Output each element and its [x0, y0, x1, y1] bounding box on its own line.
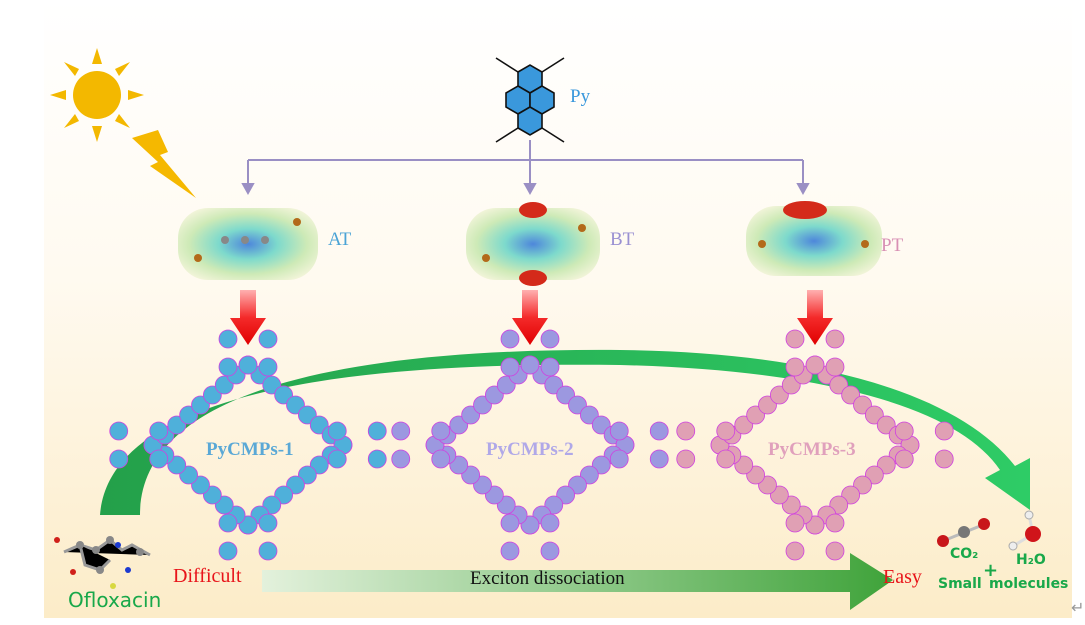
sun-icon [50, 48, 144, 142]
exciton-dissociation-label: Exciton dissociation [470, 568, 625, 589]
ofloxacin-molecule [54, 536, 151, 589]
branch-connector [241, 140, 810, 196]
pycmps-1-label: PyCMPs-1 [206, 439, 294, 460]
at-esp-surface [178, 208, 318, 280]
pycmps-2-network [391, 329, 669, 561]
pt-label: PT [881, 235, 904, 256]
pycmps-3-network [676, 329, 954, 561]
background [44, 0, 1072, 618]
co2-molecule [937, 518, 990, 547]
red-down-arrows [230, 290, 833, 345]
h2o-molecule [1008, 510, 1041, 551]
easy-label: Easy [883, 566, 922, 588]
pycmps-3-label: PyCMPs-3 [768, 439, 856, 460]
py-label: Py [570, 86, 591, 107]
bt-label: BT [610, 229, 635, 250]
return-mark: ↵ [1071, 598, 1085, 617]
pyrene-monomer-structure [495, 57, 565, 143]
lightning-icon [132, 130, 196, 198]
h2o-label: H₂O [1016, 552, 1046, 568]
difficult-label: Difficult [173, 565, 242, 587]
at-label: AT [328, 229, 352, 250]
pt-esp-surface [746, 201, 882, 276]
co2-label: CO₂ [950, 546, 979, 562]
framework-networks [109, 329, 954, 561]
bt-esp-surface [466, 202, 600, 286]
pycmps-1-network [109, 329, 387, 561]
ofloxacin-label: Ofloxacin [68, 588, 162, 612]
plus-sign: + [983, 560, 999, 581]
exciton-dissociation-arrow [262, 553, 893, 610]
small-label: Small [938, 576, 982, 592]
pycmps-2-label: PyCMPs-2 [486, 439, 574, 460]
molecules-label: molecules [989, 576, 1069, 592]
